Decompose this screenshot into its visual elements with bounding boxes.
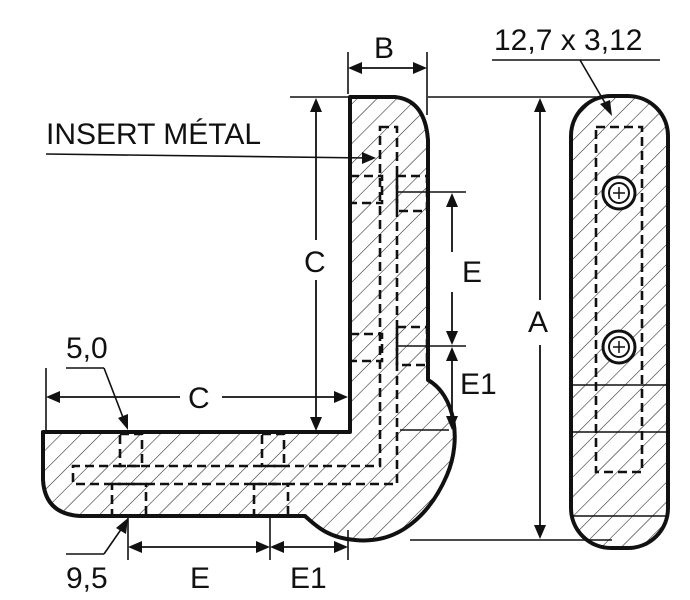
dimension-a: A [410, 96, 612, 541]
dimension-e-horizontal: E [128, 516, 271, 595]
label-e-vertical: E [462, 256, 482, 289]
screw-hole-top [601, 175, 637, 211]
dimension-section: 12,7 x 3,12 [492, 24, 660, 116]
label-c-vertical: C [304, 246, 326, 279]
label-section: 12,7 x 3,12 [494, 24, 642, 57]
horizontal-leg-holes [110, 432, 290, 518]
label-e1-vertical: E1 [460, 368, 497, 401]
dimension-c-vertical: C [290, 96, 348, 431]
label-offset: 9,5 [66, 562, 108, 595]
dimension-offset: 9,5 [66, 516, 129, 595]
label-insert: INSERT MÉTAL [46, 118, 261, 151]
label-a: A [528, 306, 548, 339]
label-thickness: 5,0 [66, 332, 108, 365]
dimension-thickness: 5,0 [66, 332, 128, 430]
label-e-horizontal: E [190, 562, 210, 595]
dimension-e1-vertical: E1 [446, 347, 497, 430]
dimension-e1-horizontal: E1 [270, 530, 349, 595]
insert-label-group: INSERT MÉTAL [45, 118, 376, 164]
label-b: B [374, 32, 394, 65]
screw-hole-bottom [601, 329, 637, 365]
label-c-horizontal: C [188, 382, 210, 415]
bracket-body [41, 95, 457, 543]
label-e1-horizontal: E1 [290, 562, 327, 595]
side-view-body [569, 94, 670, 550]
side-view-insert [594, 125, 644, 474]
dimension-b: B [347, 32, 428, 115]
dimension-e-vertical: E [397, 191, 482, 347]
dimension-c-horizontal: C [45, 368, 348, 430]
metal-insert [71, 125, 399, 486]
